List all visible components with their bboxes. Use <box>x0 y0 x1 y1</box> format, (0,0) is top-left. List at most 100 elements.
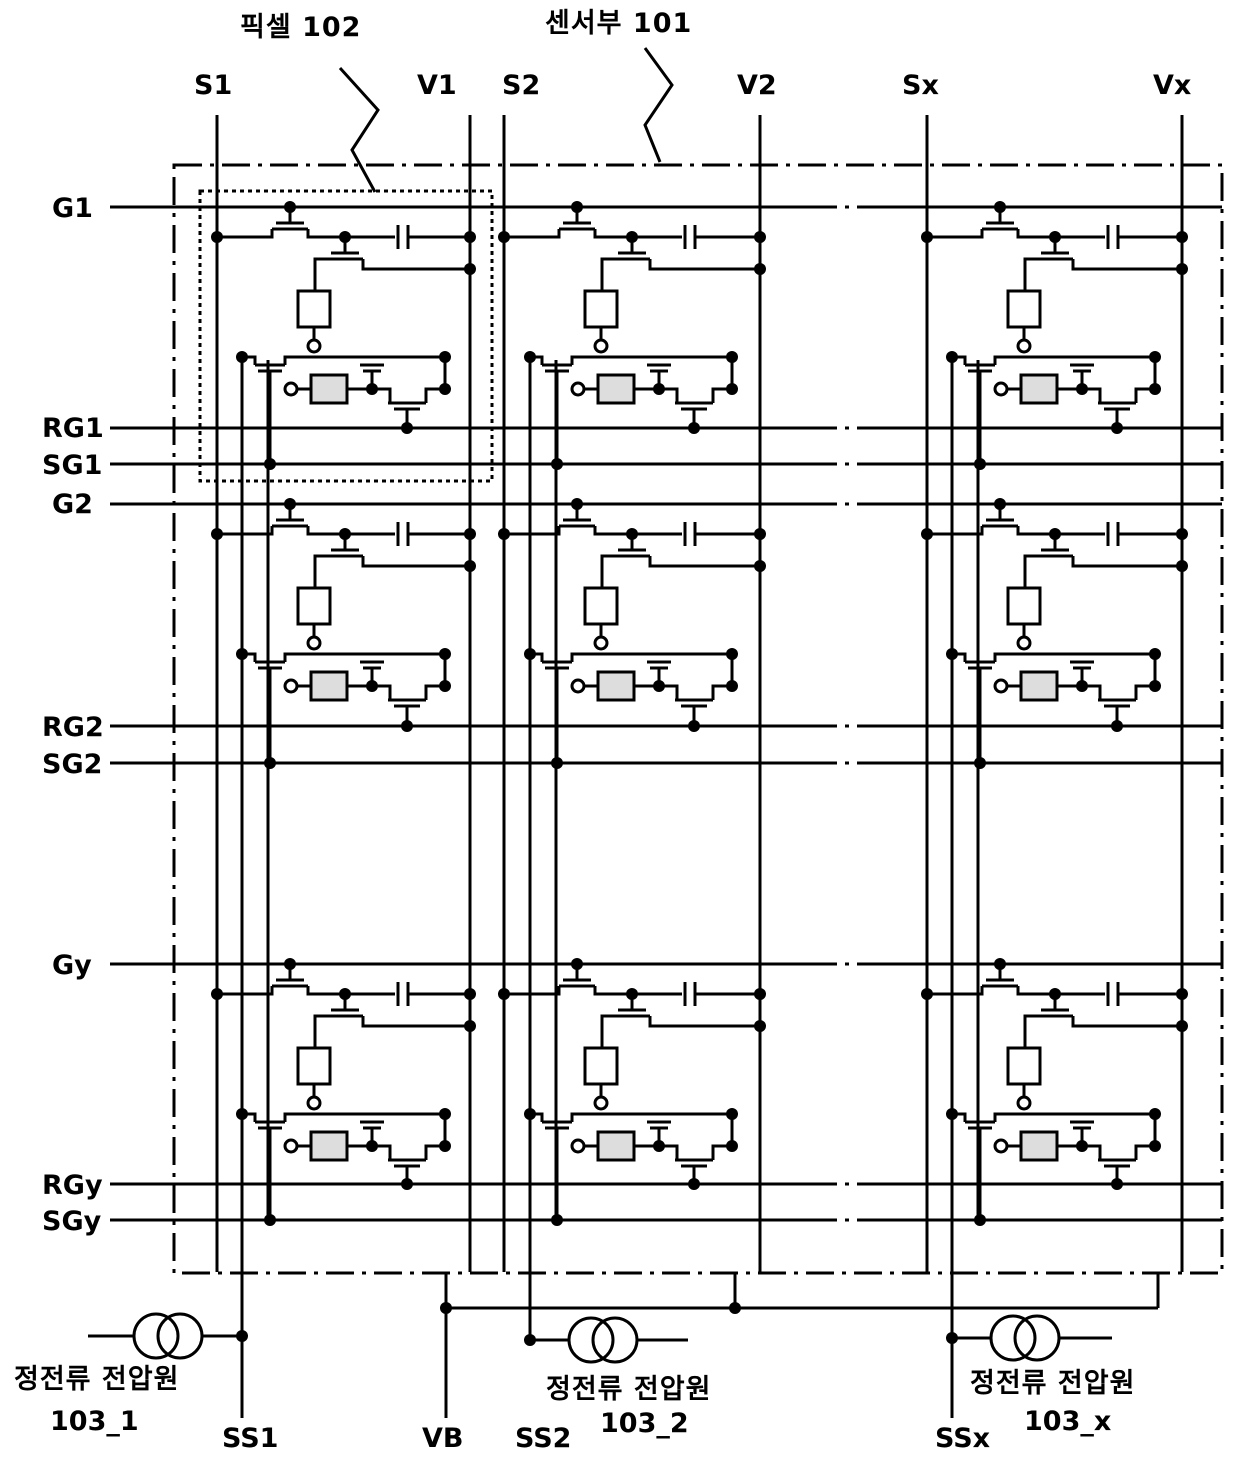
junction-dot <box>366 1140 378 1152</box>
terminal-ring <box>308 340 320 352</box>
junction-dot <box>1149 648 1161 660</box>
junction-dot <box>264 458 276 470</box>
junction-dot <box>729 1302 741 1314</box>
label-sg1: SG1 <box>42 452 102 479</box>
terminal-ring <box>1018 1097 1030 1109</box>
junction-dot <box>236 351 248 363</box>
junction-dot <box>754 1020 766 1032</box>
junction-dot <box>921 528 933 540</box>
pixel-callout-line <box>340 68 378 192</box>
junction-dot <box>524 351 536 363</box>
junction-dot <box>946 1332 958 1344</box>
junction-dot <box>1176 560 1188 572</box>
wire <box>217 526 272 534</box>
wire <box>1018 229 1105 237</box>
label-s2: S2 <box>502 72 540 99</box>
junction-dot <box>439 351 451 363</box>
junction-dot <box>401 1178 413 1190</box>
photo-sensor <box>1021 375 1057 403</box>
junction-dot <box>754 528 766 540</box>
junction-dot <box>464 1020 476 1032</box>
junction-dot <box>974 458 986 470</box>
terminal-ring <box>995 680 1007 692</box>
terminal-ring <box>285 383 297 395</box>
label-g1: G1 <box>52 195 93 222</box>
wire <box>602 259 614 291</box>
junction-dot <box>464 231 476 243</box>
terminal-ring <box>308 637 320 649</box>
junction-dot <box>626 231 638 243</box>
label-rg2: RG2 <box>42 714 104 741</box>
junction-dot <box>1049 988 1061 1000</box>
junction-dot <box>1049 528 1061 540</box>
junction-dot <box>653 383 665 395</box>
display-element <box>585 1048 617 1084</box>
junction-dot <box>498 528 510 540</box>
junction-dot <box>551 757 563 769</box>
wire <box>927 986 982 994</box>
junction-dot <box>211 231 223 243</box>
junction-dot <box>1111 1178 1123 1190</box>
junction-dot <box>571 958 583 970</box>
junction-dot <box>1176 988 1188 1000</box>
wire <box>315 556 327 588</box>
junction-dot <box>946 1108 958 1120</box>
wire <box>363 1016 470 1026</box>
photo-sensor <box>311 375 347 403</box>
display-element <box>1008 588 1040 624</box>
junction-dot <box>264 757 276 769</box>
wire <box>595 526 682 534</box>
display-element <box>585 588 617 624</box>
photo-sensor <box>598 375 634 403</box>
display-element <box>298 291 330 327</box>
junction-dot <box>571 498 583 510</box>
junction-dot <box>498 231 510 243</box>
wire <box>363 259 470 269</box>
display-element <box>298 1048 330 1084</box>
junction-dot <box>524 1334 536 1346</box>
label-sg2: SG2 <box>42 751 102 778</box>
junction-dots <box>211 201 1188 1346</box>
junction-dot <box>754 988 766 1000</box>
junction-dot <box>754 231 766 243</box>
junction-dot <box>551 458 563 470</box>
current-source-x-ring-a <box>991 1316 1035 1360</box>
junction-dot <box>339 231 351 243</box>
junction-dot <box>551 1214 563 1226</box>
wire <box>927 229 982 237</box>
junction-dot <box>994 201 1006 213</box>
junction-dot <box>1149 351 1161 363</box>
junction-dot <box>688 720 700 732</box>
wire <box>1025 1016 1037 1048</box>
terminal-ring <box>572 383 584 395</box>
junction-dot <box>366 383 378 395</box>
photo-sensor <box>1021 1132 1057 1160</box>
junction-dot <box>946 351 958 363</box>
junction-dot <box>366 680 378 692</box>
wire <box>217 986 272 994</box>
wire <box>927 526 982 534</box>
junction-dot <box>1076 1140 1088 1152</box>
sensor-callout-line <box>645 48 672 162</box>
junction-dot <box>994 958 1006 970</box>
junction-dot <box>211 528 223 540</box>
junction-dot <box>726 1140 738 1152</box>
junction-dot <box>401 720 413 732</box>
junction-dot <box>439 680 451 692</box>
label-current-source-2: 정전류 전압원 <box>546 1376 711 1403</box>
wire <box>602 556 614 588</box>
label-rg1: RG1 <box>42 415 104 442</box>
junction-dot <box>1176 263 1188 275</box>
wire <box>1018 526 1105 534</box>
wire <box>1073 556 1182 566</box>
junction-dot <box>754 263 766 275</box>
label-g2: G2 <box>52 491 93 518</box>
junction-dot <box>1111 720 1123 732</box>
wire <box>363 556 470 566</box>
junction-dot <box>284 201 296 213</box>
photo-sensor <box>1021 672 1057 700</box>
terminal-ring <box>995 383 1007 395</box>
display-element <box>1008 1048 1040 1084</box>
display-element <box>298 588 330 624</box>
